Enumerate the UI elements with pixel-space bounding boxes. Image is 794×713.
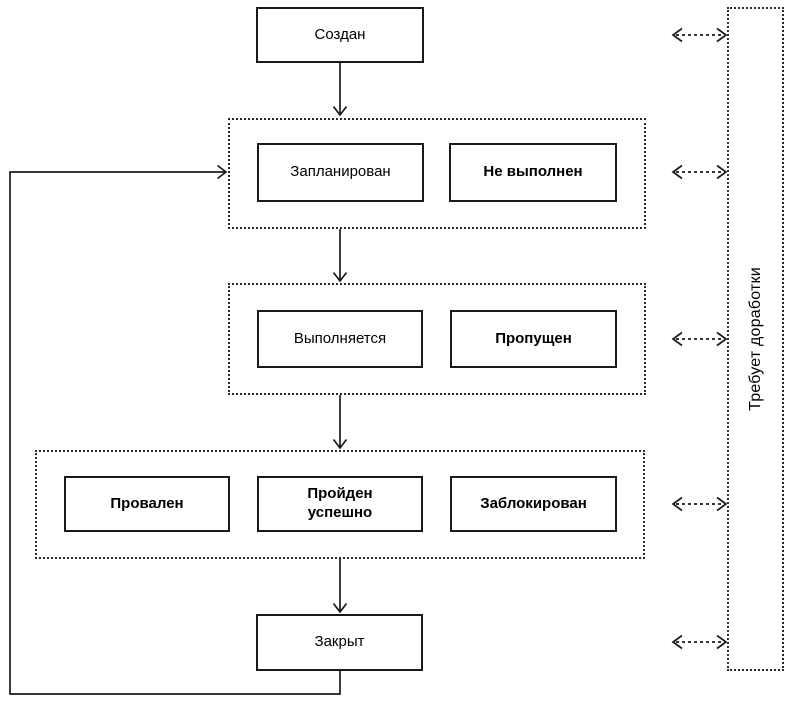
state-rework-label: Требует доработки	[746, 267, 764, 411]
group-result-states	[35, 450, 645, 559]
state-not-executed-label: Не выполнен	[483, 163, 583, 181]
state-blocked: Заблокирован	[450, 476, 617, 532]
arrow-created-to-planned-group	[332, 63, 348, 117]
arrow-planned-to-executing-group	[332, 229, 348, 283]
arrow-rework-executing-group	[671, 331, 728, 347]
state-failed: Провален	[64, 476, 230, 532]
arrow-executing-to-result-group	[332, 395, 348, 450]
state-failed-label: Провален	[110, 494, 184, 512]
arrow-rework-closed	[671, 634, 728, 650]
arrow-rework-planned-group	[671, 164, 728, 180]
state-blocked-label: Заблокирован	[480, 494, 587, 512]
state-planned: Запланирован	[257, 143, 424, 202]
state-created-label: Создан	[314, 25, 366, 43]
arrow-rework-created	[671, 27, 728, 43]
state-passed: Пройден успешно	[257, 476, 423, 532]
state-created: Создан	[256, 7, 424, 63]
state-planned-label: Запланирован	[290, 163, 391, 181]
state-rework-box: Требует доработки	[727, 7, 784, 671]
state-closed-label: Закрыт	[314, 633, 365, 651]
state-in-progress: Выполняется	[257, 310, 423, 368]
state-in-progress-label: Выполняется	[293, 329, 387, 347]
state-closed: Закрыт	[256, 614, 423, 671]
group-executing-states	[228, 283, 646, 395]
state-not-executed: Не выполнен	[449, 143, 617, 202]
arrow-rework-result-group	[671, 496, 728, 512]
state-passed-label: Пройден успешно	[307, 485, 373, 521]
arrow-result-to-closed	[332, 559, 348, 614]
group-planned-states	[228, 118, 646, 229]
state-skipped-label: Пропущен	[495, 329, 572, 347]
state-skipped: Пропущен	[450, 310, 617, 368]
